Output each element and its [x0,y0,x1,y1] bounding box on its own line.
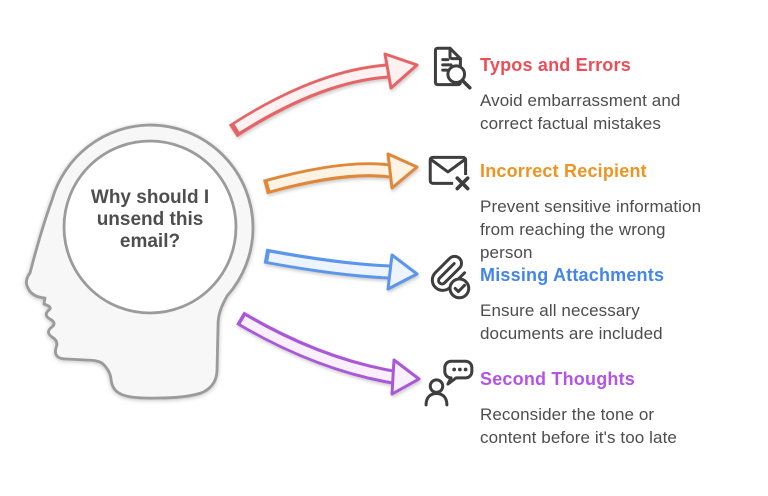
question-text: Why should I unsend this email? [63,187,237,253]
file-search-icon [424,42,476,94]
arrow-second-thoughts [236,311,421,396]
item-title: Second Thoughts [480,369,635,389]
item-title: Incorrect Recipient [480,161,647,181]
thought-circle [62,139,238,315]
item-description: Reconsider the tone or content before it… [480,403,744,449]
head-silhouette [25,123,255,400]
item-title: Missing Attachments [480,265,665,285]
item-description: Ensure all necessary documents are inclu… [480,299,744,345]
item-description-line: Ensure all necessary [480,301,640,320]
item-typos-and-errors: Typos and Errors Avoid embarrassment and… [424,42,744,135]
item-description-line: documents are included [480,324,663,343]
item-second-thoughts: Second Thoughts Reconsider the tone or c… [424,356,744,449]
item-description-line: from reaching the wrong [480,220,666,239]
item-description-line: Prevent sensitive information [480,197,702,216]
arrow-typos-and-errors [228,52,419,138]
question-line: email? [119,231,181,252]
item-incorrect-recipient: Incorrect Recipient Prevent sensitive in… [424,148,744,264]
question-line: unsend this [96,209,204,230]
item-missing-attachments: Missing Attachments Ensure all necessary… [424,252,744,345]
item-description-line: content before it's too late [480,428,677,447]
item-description-line: Reconsider the tone or [480,405,655,424]
mail-x-icon [424,148,472,193]
item-description: Prevent sensitive information from reach… [480,195,744,264]
item-description-line: person [480,243,533,262]
arrow-incorrect-recipient [263,152,419,195]
person-thinking-icon [424,356,476,408]
arrow-missing-attachments [263,248,419,291]
item-description-line: Avoid embarrassment and [480,91,681,110]
item-description-line: correct factual mistakes [480,114,661,133]
paperclip-check-icon [424,252,476,304]
question-line: Why should I [90,187,210,208]
item-description: Avoid embarrassment and correct factual … [480,89,744,135]
item-title: Typos and Errors [480,55,631,75]
